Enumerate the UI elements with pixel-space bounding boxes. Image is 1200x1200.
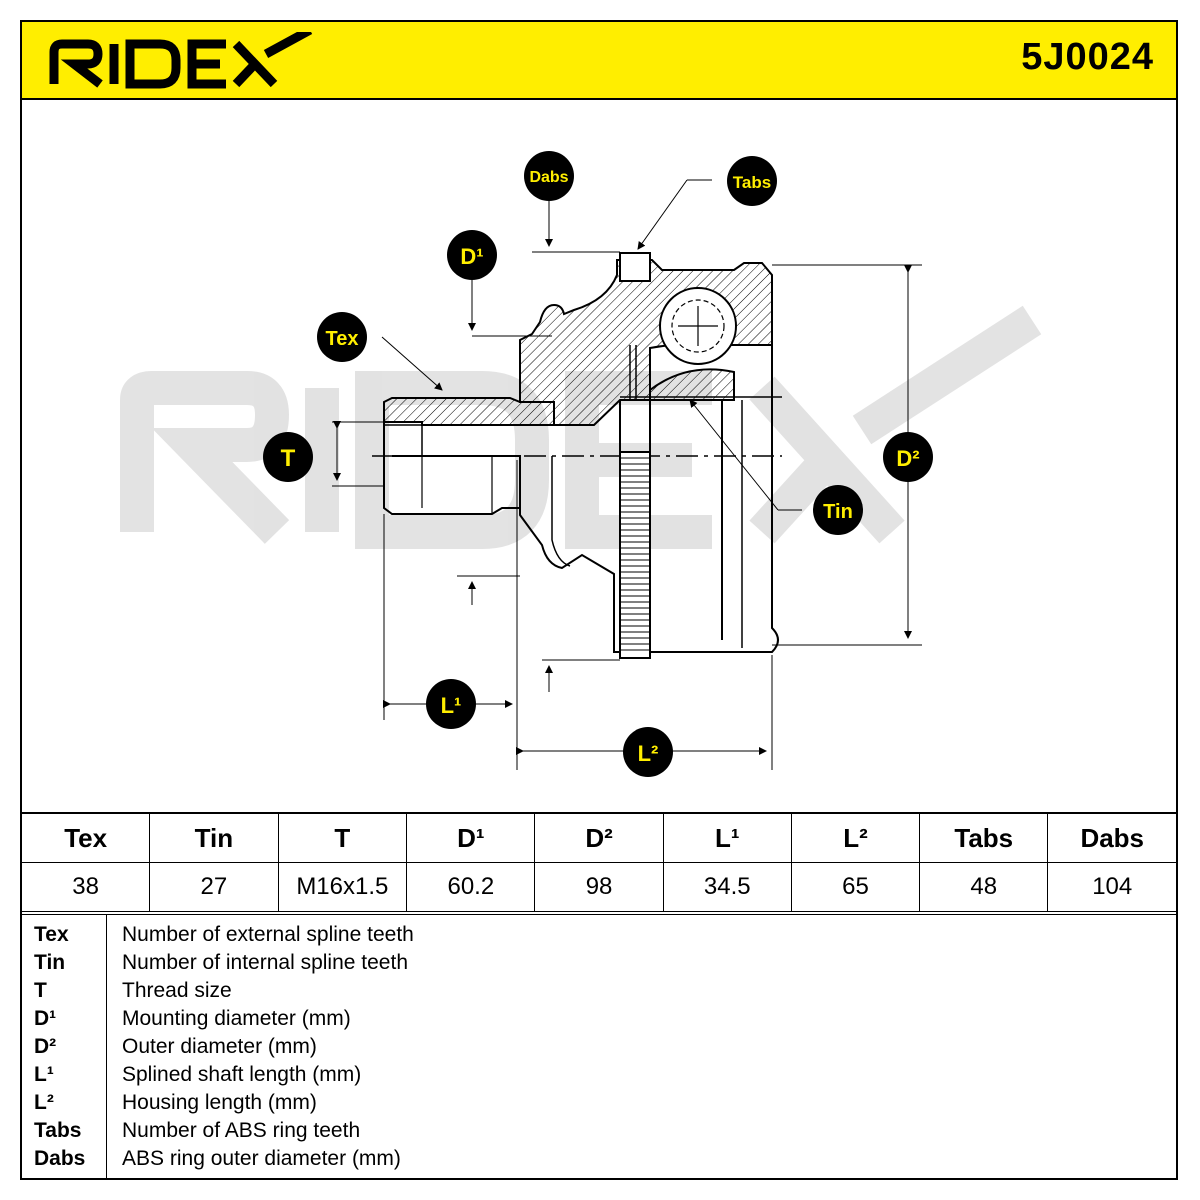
- legend-item: Tex Number of external spline teeth: [22, 923, 1176, 951]
- specs-header: D¹: [406, 812, 536, 863]
- specs-header: Tin: [149, 812, 279, 863]
- callout-tex: Tex: [317, 312, 367, 362]
- svg-text:Tabs: Tabs: [733, 173, 771, 192]
- part-number: 5J0024: [1021, 36, 1154, 78]
- specs-header-row: Tex Tin T D¹ D² L¹ L² Tabs Dabs: [22, 812, 1176, 863]
- callout-d1: D¹: [447, 230, 497, 280]
- svg-text:T: T: [281, 445, 296, 472]
- specs-header: Dabs: [1047, 812, 1176, 863]
- specs-header: Tex: [22, 812, 151, 863]
- abs-ring: [619, 451, 651, 659]
- legend-key: D¹: [34, 1007, 57, 1030]
- specs-header: L¹: [662, 812, 792, 863]
- svg-text:D²: D²: [896, 446, 919, 471]
- specs-header: Tabs: [919, 812, 1049, 863]
- specs-value: 48: [919, 862, 1049, 912]
- specs-header: L²: [790, 812, 921, 863]
- legend-item: L² Housing length (mm): [22, 1091, 1176, 1119]
- legend-item: L¹ Splined shaft length (mm): [22, 1063, 1176, 1091]
- legend-key: Tex: [34, 923, 69, 946]
- ridex-logo: [49, 32, 313, 89]
- legend-item: Dabs ABS ring outer diameter (mm): [22, 1147, 1176, 1175]
- legend-key: Tabs: [34, 1119, 82, 1142]
- legend-description: Number of ABS ring teeth: [122, 1119, 361, 1142]
- legend-key: L¹: [34, 1063, 54, 1086]
- legend-description: Housing length (mm): [122, 1091, 317, 1114]
- legend-item: Tin Number of internal spline teeth: [22, 951, 1176, 979]
- legend-key: T: [34, 979, 47, 1002]
- svg-text:L²: L²: [638, 741, 659, 766]
- callout-dabs: Dabs: [524, 151, 574, 201]
- legend-divider: [106, 915, 107, 1179]
- legend-description: Mounting diameter (mm): [122, 1007, 351, 1030]
- technical-drawing: Dabs Tabs D¹ Tex T D² Tin L¹ L²: [120, 151, 1042, 777]
- legend-description: Thread size: [122, 979, 232, 1002]
- specs-value: M16x1.5: [277, 862, 408, 912]
- callout-d2: D²: [883, 432, 933, 482]
- specs-value: 60.2: [406, 862, 536, 912]
- legend-description: Number of internal spline teeth: [122, 951, 408, 974]
- legend-description: Outer diameter (mm): [122, 1035, 317, 1058]
- callout-t: T: [263, 432, 313, 482]
- legend-item: D¹ Mounting diameter (mm): [22, 1007, 1176, 1035]
- legend-item: Tabs Number of ABS ring teeth: [22, 1119, 1176, 1147]
- legend-item: T Thread size: [22, 979, 1176, 1007]
- svg-text:L¹: L¹: [441, 693, 462, 718]
- legend-key: Tin: [34, 951, 66, 974]
- specs-header: D²: [534, 812, 664, 863]
- joint-ball: [659, 287, 737, 365]
- specs-value: 98: [534, 862, 664, 912]
- header-bar: 5J0024: [22, 22, 1176, 100]
- svg-text:Tin: Tin: [823, 501, 853, 523]
- callout-l2: L²: [623, 727, 673, 777]
- specs-value: 27: [149, 862, 279, 912]
- specs-value: 38: [22, 862, 151, 912]
- legend-key: L²: [34, 1091, 54, 1114]
- specs-value-row: 38 27 M16x1.5 60.2 98 34.5 65 48 104: [22, 862, 1176, 912]
- specs-table: Tex Tin T D¹ D² L¹ L² Tabs Dabs 38 27 M1…: [22, 812, 1176, 912]
- callout-tabs: Tabs: [727, 156, 777, 206]
- svg-text:Dabs: Dabs: [529, 169, 568, 186]
- specs-value: 65: [790, 862, 921, 912]
- page-frame: [20, 20, 1178, 1180]
- specs-header: T: [277, 812, 408, 863]
- legend-key: D²: [34, 1035, 57, 1058]
- legend-description: ABS ring outer diameter (mm): [122, 1147, 401, 1170]
- callout-l1: L¹: [426, 679, 476, 729]
- svg-text:Tex: Tex: [326, 328, 359, 350]
- legend-key: Dabs: [34, 1147, 86, 1170]
- legend-description: Number of external spline teeth: [122, 923, 414, 946]
- legend: Tex Number of external spline teeth Tin …: [22, 914, 1176, 1179]
- specs-value: 104: [1047, 862, 1176, 912]
- legend-description: Splined shaft length (mm): [122, 1063, 362, 1086]
- specs-value: 34.5: [662, 862, 792, 912]
- legend-item: D² Outer diameter (mm): [22, 1035, 1176, 1063]
- svg-text:D¹: D¹: [460, 244, 483, 269]
- callout-tin: Tin: [813, 485, 863, 535]
